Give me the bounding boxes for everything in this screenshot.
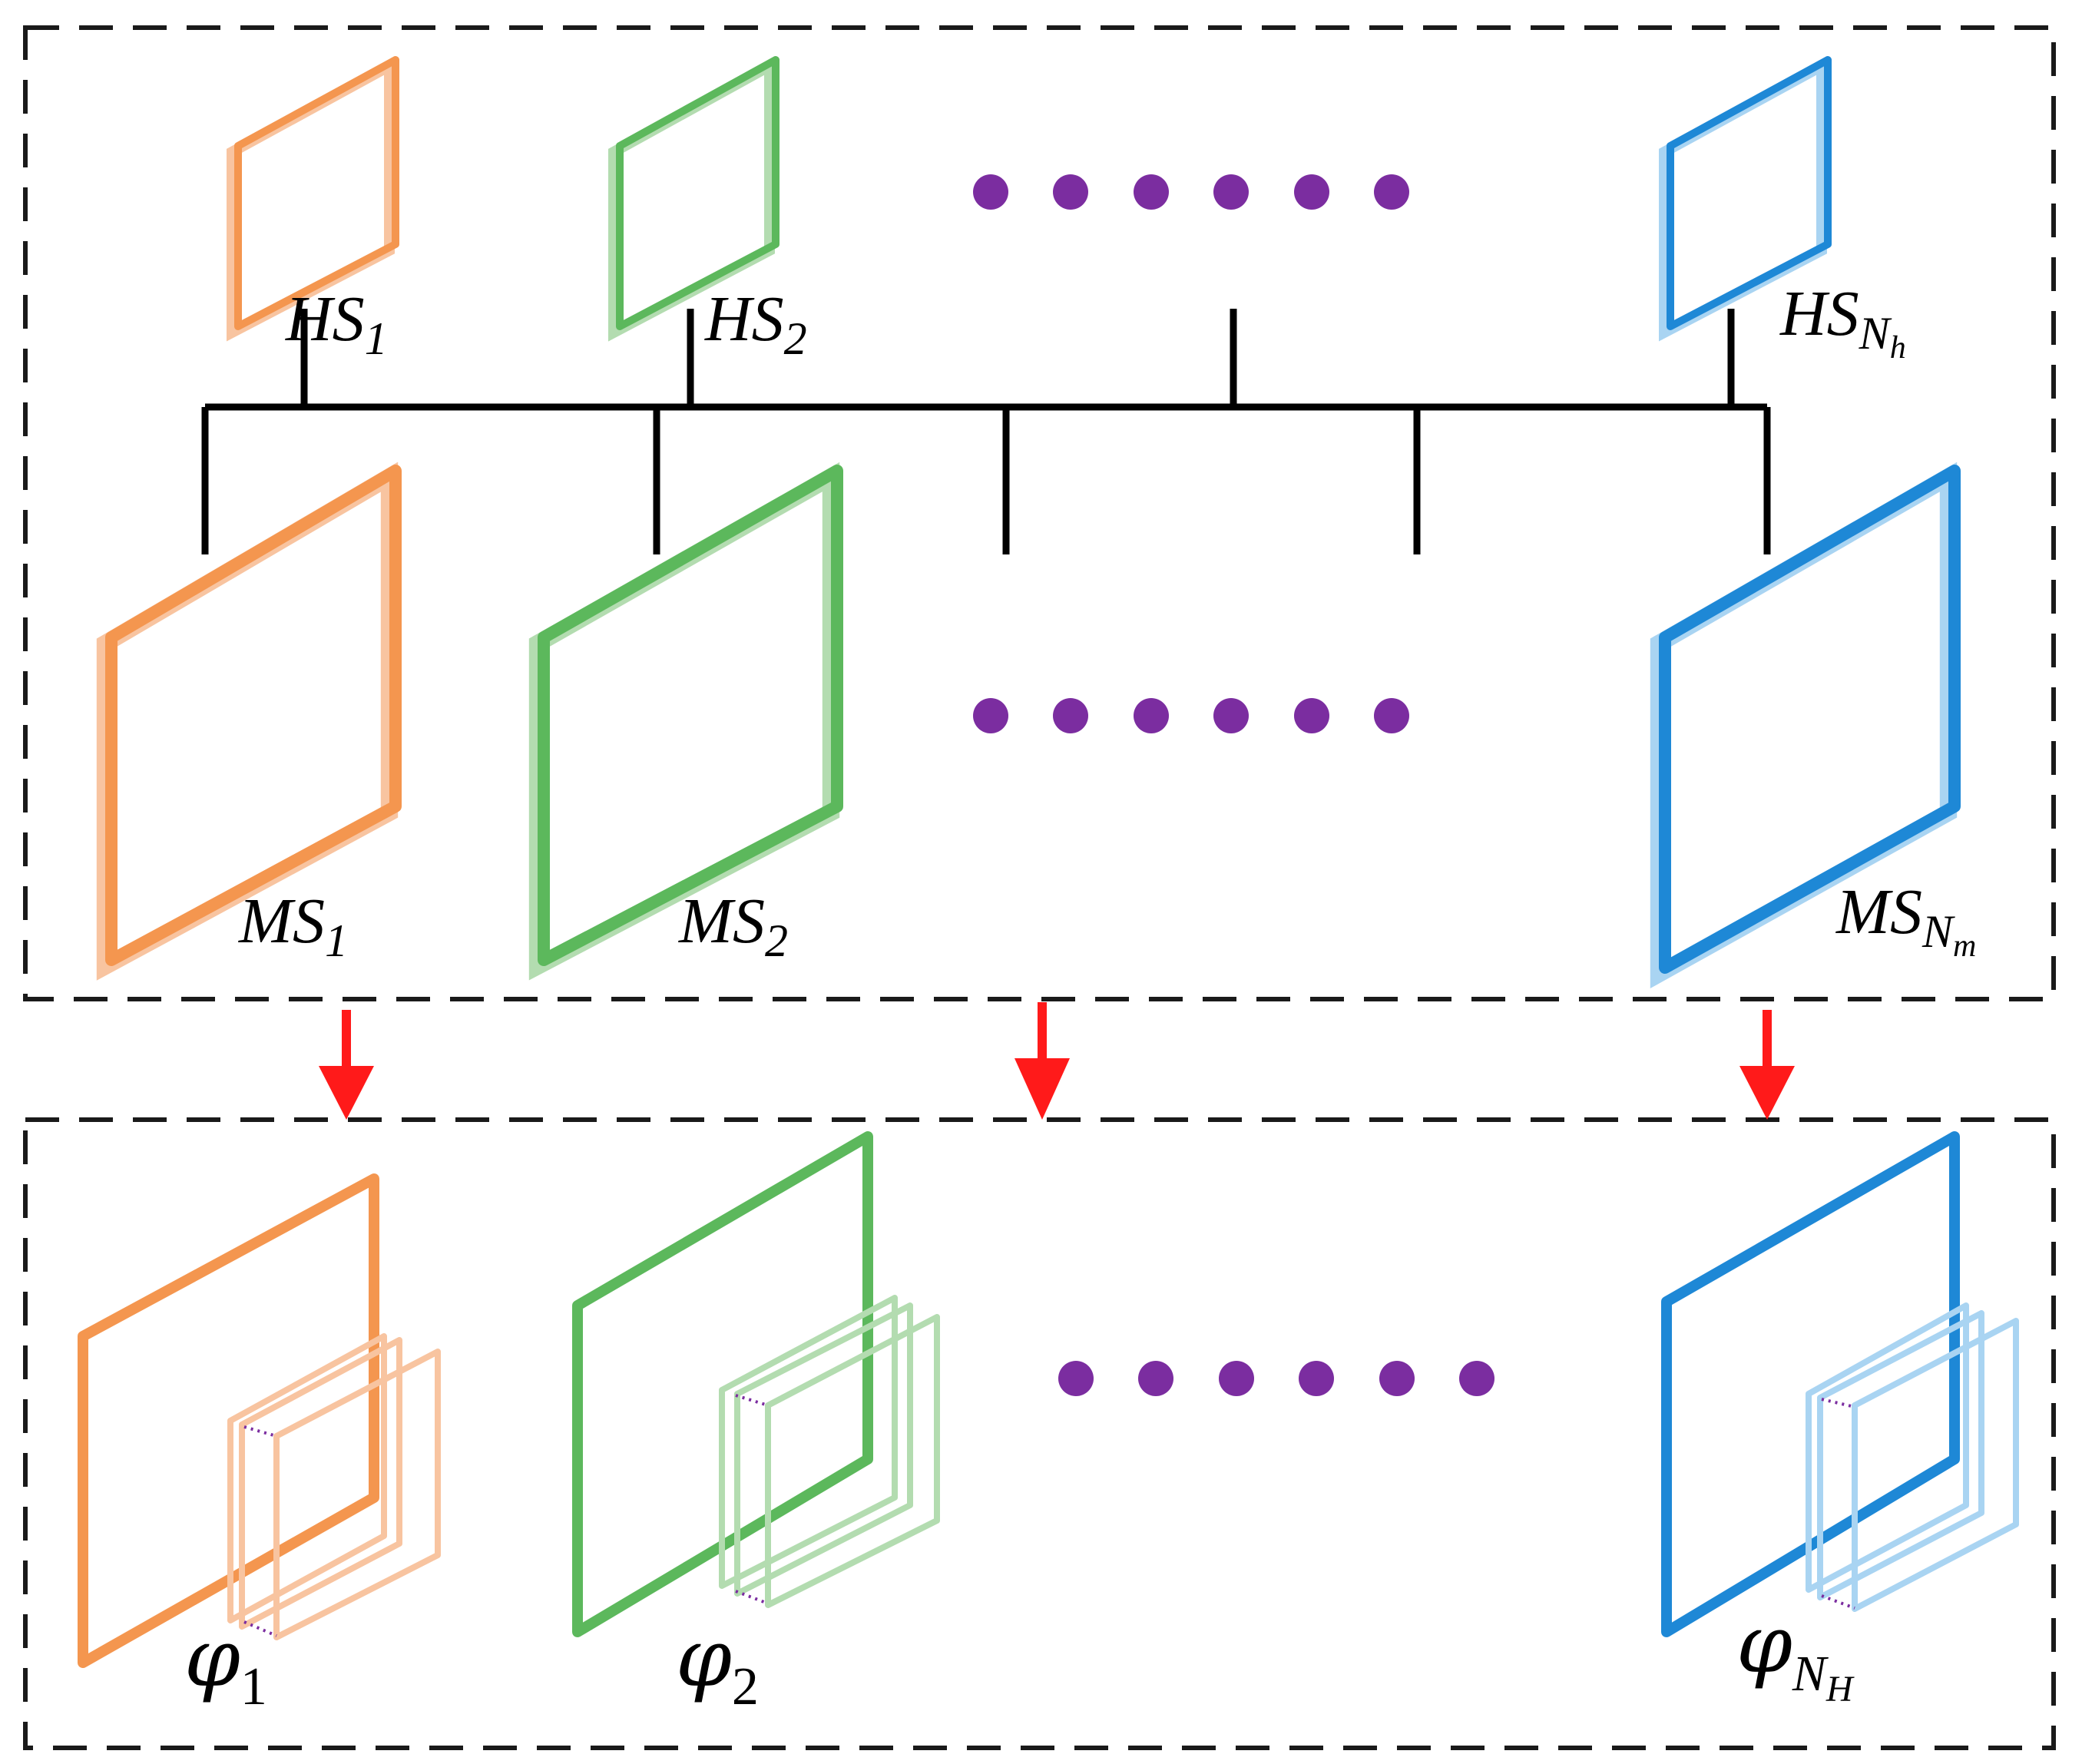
phi1-stack-panel (273, 1349, 441, 1640)
phin-stack-panel (1817, 1310, 1984, 1600)
ellipsis-dot (973, 698, 1008, 733)
ms2-label: MS2 (678, 885, 788, 966)
phi2-stack-panel (765, 1314, 940, 1608)
stack-connector (243, 1620, 277, 1637)
red-down-arrow-icon (319, 1010, 374, 1120)
bottom-dashed-frame (23, 1117, 2056, 1750)
hs-panel-2 (608, 56, 780, 342)
hs1-label: HS1 (285, 283, 388, 364)
ellipsis-dot (1294, 698, 1329, 733)
purple-dots-icon (1058, 1361, 1494, 1396)
msn-label: MSNm (1835, 876, 1976, 964)
purple-dots-icon (973, 174, 1409, 210)
ms-panel-1 (96, 462, 402, 981)
ellipsis-dot (1219, 1361, 1254, 1396)
hs-labels: HS1 HS2 HSNh (285, 278, 1906, 366)
phin-stack-panel (1852, 1318, 2019, 1612)
ellipsis-dot (973, 174, 1008, 210)
phi1-stack-panel (239, 1337, 402, 1630)
ellipsis-dot (1379, 1361, 1415, 1396)
red-down-arrow-icon (1015, 1002, 1070, 1120)
phi2-stack-panel (719, 1295, 898, 1589)
top-dashed-frame (23, 25, 2056, 1001)
phi2-stack-panel (734, 1302, 913, 1597)
phi-labels: φ1 φ2 φNH (184, 1597, 1855, 1716)
ellipsis-dot (1053, 698, 1088, 733)
stack-connector (243, 1425, 277, 1438)
stack-connector (735, 1394, 769, 1407)
purple-dots-icon (973, 698, 1409, 733)
arrows-layer (319, 1002, 1795, 1120)
ms-panel-n (1650, 462, 1961, 989)
ms-labels: MS1 MS2 MSNm (238, 876, 1976, 966)
ellipsis-dot (1213, 698, 1249, 733)
phi2-label: φ2 (676, 1611, 759, 1716)
hs2-label: HS2 (704, 283, 807, 364)
stack-connector (1821, 1594, 1855, 1610)
ellipsis-layer (973, 174, 1494, 1396)
ms1-label: MS1 (238, 885, 348, 966)
ellipsis-dot (1134, 698, 1169, 733)
ellipsis-dot (1299, 1361, 1334, 1396)
phi1-big-panel (78, 1173, 379, 1668)
ellipsis-dot (1213, 174, 1249, 210)
red-down-arrow-icon (1739, 1010, 1795, 1120)
phi2-big-panel (572, 1131, 873, 1637)
ms-panel-2 (528, 462, 843, 981)
stack-connector (735, 1590, 769, 1605)
ellipsis-dot (1053, 174, 1088, 210)
phi1-stack-panel (227, 1333, 387, 1623)
ellipsis-dot (1459, 1361, 1494, 1396)
stack-connector (1821, 1398, 1855, 1408)
ellipsis-dot (1134, 174, 1169, 210)
panels-layer (78, 56, 2019, 1668)
hsn-label: HSNh (1779, 278, 1906, 366)
ellipsis-dot (1058, 1361, 1094, 1396)
phi1-label: φ1 (184, 1611, 267, 1716)
hs-panel-n (1659, 56, 1832, 342)
phin-label: φNH (1736, 1597, 1855, 1709)
ellipsis-dot (1294, 174, 1329, 210)
hs-panel-1 (227, 56, 399, 342)
ellipsis-dot (1374, 174, 1409, 210)
phin-stack-panel (1806, 1302, 1969, 1593)
ellipsis-dot (1374, 698, 1409, 733)
connection-tree (201, 309, 1771, 554)
phin-big-panel (1661, 1131, 1960, 1637)
ellipsis-dot (1138, 1361, 1173, 1396)
